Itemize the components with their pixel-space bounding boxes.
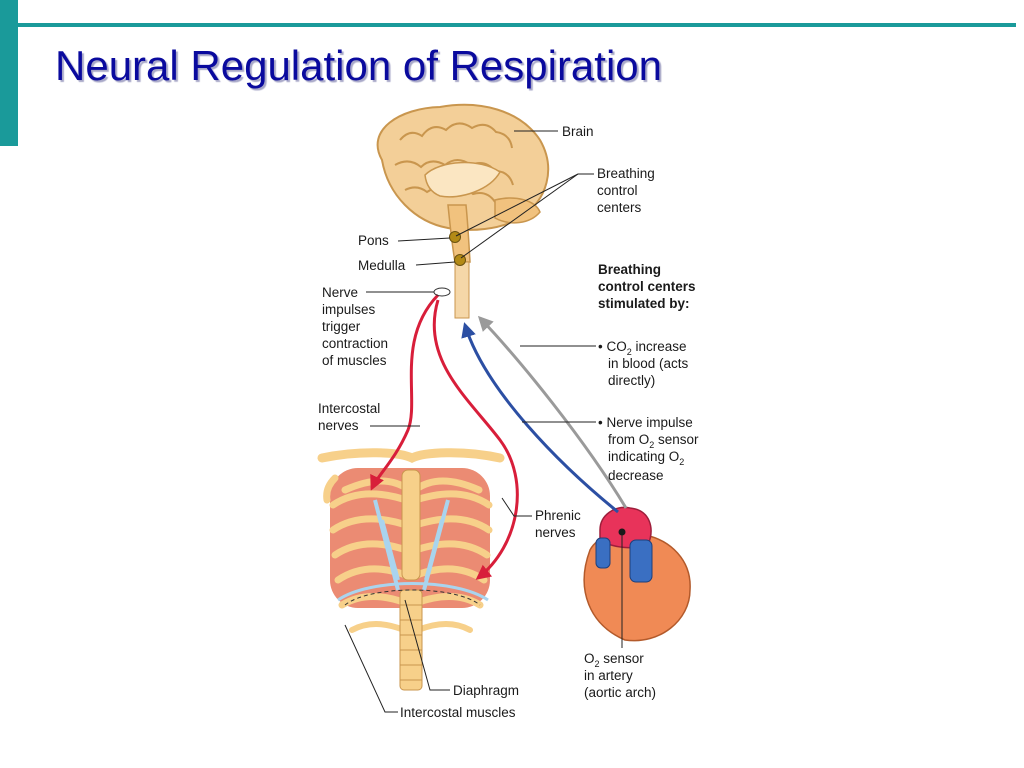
stimulus-o2-line4: decrease <box>608 468 664 483</box>
intercostal-muscles-leader <box>344 624 398 713</box>
slide-title: Neural Regulation of Respiration <box>55 42 663 89</box>
label-nerve-impulses-3: trigger <box>322 319 361 334</box>
label-breathing-centers-1: Breathing <box>597 166 655 181</box>
label-diaphragm: Diaphragm <box>453 683 519 698</box>
co2-path <box>477 315 628 509</box>
pons-center-marker <box>449 231 461 243</box>
label-phrenic-nerves-2: nerves <box>535 525 576 540</box>
label-pons: Pons <box>358 233 389 248</box>
heart-illustration <box>583 506 691 642</box>
stimulus-co2-line2: in blood (acts <box>608 356 689 371</box>
brain-illustration <box>376 103 550 319</box>
stimulus-o2-line3: indicating O2 <box>608 449 684 467</box>
stimuli-heading-2: control centers <box>598 279 696 294</box>
label-brain: Brain <box>562 124 594 139</box>
o2-sensor-marker <box>618 528 626 536</box>
sensory-nerve-path <box>461 322 619 514</box>
label-o2-sensor-2: in artery <box>584 668 633 683</box>
label-o2-sensor-1: O2 sensor <box>584 651 644 669</box>
top-rule <box>18 23 1016 27</box>
rib-cage-illustration <box>317 448 505 691</box>
label-intercostal-nerves-2: nerves <box>318 418 359 433</box>
nerve-origin-marker <box>433 287 451 297</box>
diaphragm-leader <box>404 599 450 691</box>
medulla-leader <box>415 261 456 266</box>
breathing-centers-leader-medulla <box>460 173 579 259</box>
label-o2-sensor-3: (aortic arch) <box>584 685 656 700</box>
phrenic-nerve-path <box>432 299 519 580</box>
label-intercostal-nerves-1: Intercostal <box>318 401 380 416</box>
stimulus-co2-line3: directly) <box>608 373 655 388</box>
phrenic-nerves-leader <box>501 497 532 517</box>
stimulus-o2-line1: • Nerve impulse <box>598 415 693 430</box>
stimuli-heading-1: Breathing <box>598 262 661 277</box>
stimulus-o2-line2: from O2 sensor <box>608 432 699 450</box>
intercostal-nerve-path <box>370 293 440 491</box>
label-breathing-centers-3: centers <box>597 200 642 215</box>
label-nerve-impulses-2: impulses <box>322 302 376 317</box>
label-medulla: Medulla <box>358 258 406 273</box>
label-intercostal-muscles: Intercostal muscles <box>400 705 516 720</box>
stimulus-co2-line1: • CO2 increase <box>598 339 687 357</box>
label-breathing-centers-2: control <box>597 183 638 198</box>
side-accent-bar <box>0 0 18 146</box>
label-nerve-impulses-5: of muscles <box>322 353 387 368</box>
label-nerve-impulses-1: Nerve <box>322 285 358 300</box>
pons-leader <box>397 237 451 242</box>
label-nerve-impulses-4: contraction <box>322 336 388 351</box>
label-phrenic-nerves-1: Phrenic <box>535 508 581 523</box>
breathing-centers-leader-pons <box>455 173 579 237</box>
stimuli-heading-3: stimulated by: <box>598 296 690 311</box>
